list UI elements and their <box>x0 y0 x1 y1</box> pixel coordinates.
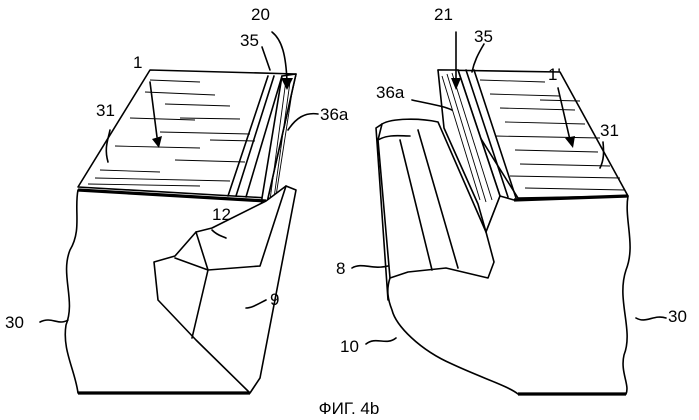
left-body-outline <box>65 190 78 393</box>
label-30-right: 30 <box>668 307 687 326</box>
label-12: 12 <box>212 205 231 224</box>
label-8: 8 <box>336 259 345 278</box>
label-31-left: 31 <box>96 101 115 120</box>
label-10: 10 <box>340 337 359 356</box>
figure-caption: ФИГ. 4b <box>319 399 380 418</box>
right-tongue-profile <box>388 196 518 394</box>
label-9: 9 <box>270 290 279 309</box>
label-36a-left: 36a <box>320 105 349 124</box>
label-35-left: 35 <box>240 31 259 50</box>
label-30-left: 30 <box>5 313 24 332</box>
right-panel <box>376 70 630 394</box>
label-1-prime: 1' <box>548 65 561 84</box>
right-body-outline <box>623 196 630 394</box>
label-35-right: 35 <box>474 27 493 46</box>
label-21: 21 <box>434 5 453 24</box>
label-36a-right: 36a <box>376 83 405 102</box>
right-tongue-left <box>376 124 388 300</box>
label-1: 1 <box>133 53 142 72</box>
label-20: 20 <box>251 5 270 24</box>
label-31-right: 31 <box>600 121 619 140</box>
